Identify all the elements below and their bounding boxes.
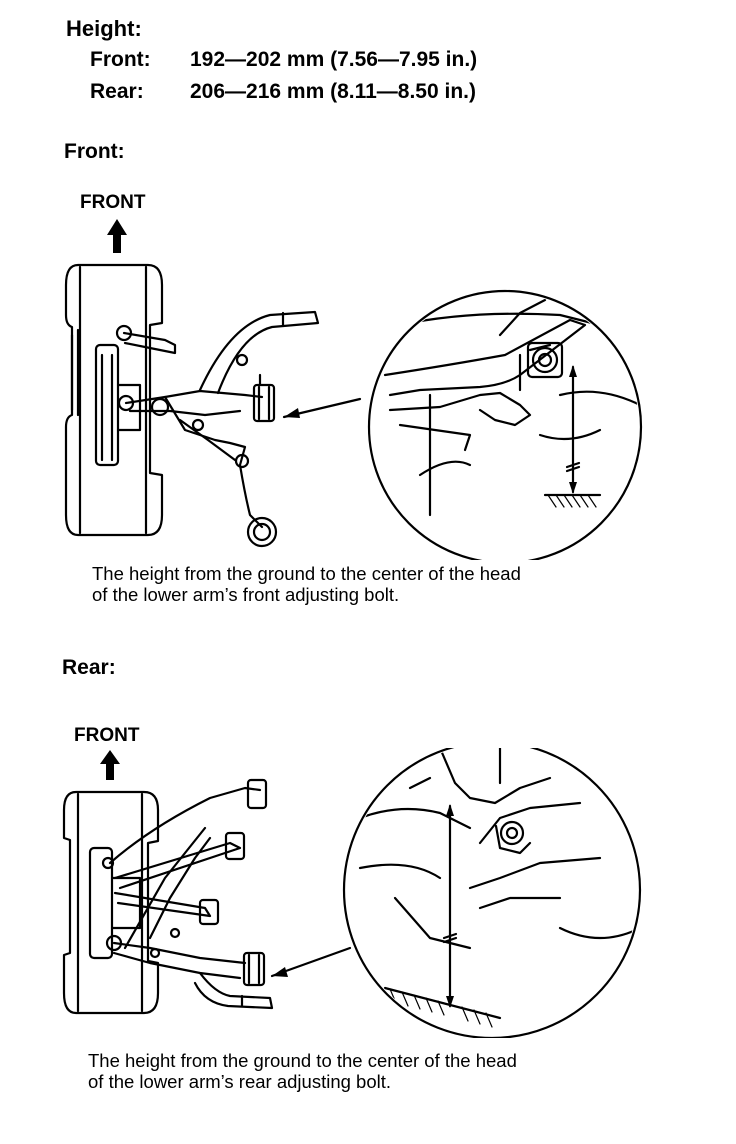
front-detail-circle — [367, 289, 643, 560]
front-arrow-icon — [107, 219, 127, 253]
rear-arrow-icon — [100, 750, 120, 780]
height-heading: Height: — [66, 16, 142, 41]
front-caption-line-2: of the lower arm’s front adjusting bolt. — [92, 584, 400, 605]
front-rear-bushing — [246, 516, 278, 548]
rear-knuckle — [88, 846, 142, 960]
rear-lower-arm — [112, 826, 247, 980]
rear-bushing — [242, 951, 266, 987]
front-tie-rod — [122, 331, 177, 355]
rear-section-title: Rear: — [62, 656, 116, 679]
rear-direction-label: FRONT — [74, 725, 140, 746]
front-bushing — [252, 373, 276, 423]
rear-upper-arm — [108, 786, 262, 865]
front-suspension-illustration — [64, 219, 643, 560]
spec-rear-label: Rear: — [90, 80, 144, 103]
front-knuckle — [94, 324, 142, 467]
rear-caption-line-2: of the lower arm’s rear adjusting bolt. — [88, 1071, 392, 1092]
front-caption-line-1: The height from the ground to the center… — [92, 563, 521, 584]
spec-rear-value: 206—216 mm (8.11—8.50 in.) — [190, 80, 476, 103]
rear-suspension-illustration — [62, 748, 642, 1038]
front-direction-label: FRONT — [80, 192, 146, 213]
front-lower-arm — [124, 353, 264, 529]
rear-detail-circle — [342, 748, 642, 1038]
spec-front-value: 192—202 mm (7.56—7.95 in.) — [190, 48, 478, 71]
front-section-title: Front: — [64, 140, 125, 163]
rear-tire — [62, 790, 160, 1015]
spec-front-label: Front: — [90, 48, 151, 71]
rear-caption-line-1: The height from the ground to the center… — [88, 1050, 517, 1071]
front-stabilizer-bar — [198, 310, 320, 395]
